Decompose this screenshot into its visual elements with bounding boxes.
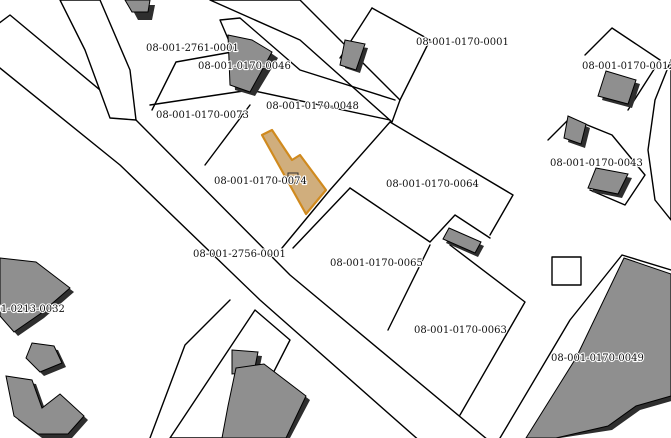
north-road: [209, 0, 401, 123]
boundary-line: [149, 299, 231, 438]
parcel-boundaries: [149, 7, 671, 438]
boundary-line: [281, 121, 391, 249]
parcel-label[interactable]: 08-001-0170-0043: [549, 157, 644, 170]
upper-road: [59, 0, 137, 121]
building: [221, 363, 307, 438]
building: [563, 115, 587, 145]
boundary-line: [499, 254, 671, 438]
parcel-label[interactable]: 08-001-2761-0001: [145, 42, 240, 55]
parcel-label[interactable]: 08-001-0170-0063: [413, 324, 508, 337]
selected-parcel-highlight[interactable]: [260, 128, 328, 216]
south-road: [169, 309, 291, 438]
boundary-line: [292, 187, 351, 249]
building: [227, 34, 273, 93]
building: [587, 167, 629, 195]
building: [339, 39, 366, 71]
parcel-label-selected[interactable]: 08-001-0170-0074: [213, 175, 308, 188]
building: [25, 342, 63, 373]
parcel-label[interactable]: 08-001-0213-0032: [0, 303, 66, 316]
boundary-line: [547, 117, 646, 206]
parcel-label[interactable]: 08-001-2756-0001: [192, 248, 287, 261]
boundary-line: [371, 7, 431, 101]
parcel-label[interactable]: 08-001-0170-0046: [197, 60, 292, 73]
east-road: [647, 59, 671, 221]
selected-parcel-shape[interactable]: [260, 128, 328, 216]
parcel-label[interactable]: 08-001-0170-0064: [385, 178, 480, 191]
building: [124, 0, 151, 13]
boundary-line: [389, 121, 514, 236]
boundary-line: [151, 51, 233, 111]
building: [525, 257, 671, 438]
boundary-line: [349, 187, 491, 243]
main-road: [0, 14, 487, 438]
building: [5, 375, 85, 435]
boundary-line: [584, 27, 661, 111]
parcel-label[interactable]: 08-001-0170-0065: [329, 257, 424, 270]
selected-parcel-marker: [287, 172, 299, 184]
parcel-label[interactable]: 08-001-0170-0073: [155, 109, 250, 122]
parcel-label[interactable]: 08-001-0170-0048: [265, 100, 360, 113]
parcel-label[interactable]: 08-001-0170-0012: [581, 60, 671, 73]
building: [0, 257, 71, 333]
parcel-label[interactable]: 08-001-0170-0001: [415, 36, 510, 49]
building: [597, 70, 637, 105]
boundary-line: [387, 244, 431, 331]
parcel-label[interactable]: 08-001-0170-0049: [550, 352, 645, 365]
boundary-line: [449, 244, 526, 416]
boundary-square: [551, 256, 582, 286]
parcel-labels: 08-001-2761-0001 08-001-0170-0001 08-001…: [0, 36, 671, 365]
boundary-line: [204, 104, 251, 166]
building: [442, 227, 482, 254]
